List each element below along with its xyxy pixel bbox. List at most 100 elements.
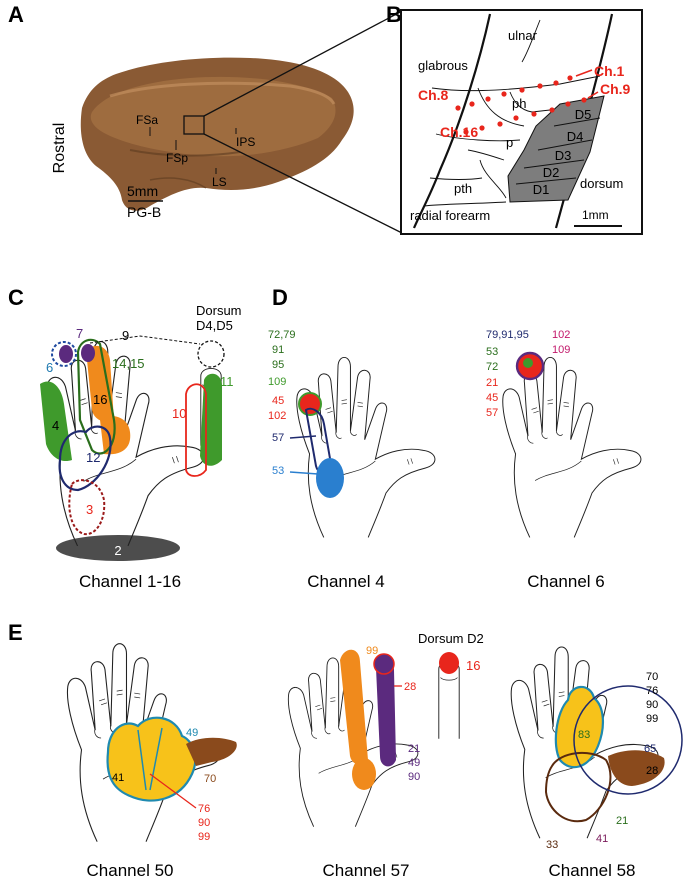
num-14-15: 14,15 — [112, 356, 145, 371]
hand-d4 — [296, 356, 436, 538]
num-10: 10 — [172, 406, 186, 421]
d6-label: 79,91,95 — [486, 329, 529, 341]
ch1-label: Ch.1 — [594, 63, 625, 79]
ch8-label: Ch.8 — [418, 87, 449, 103]
panel-c-letter: C — [8, 285, 24, 310]
digit-label: D2 — [543, 165, 560, 180]
d4-label: 57 — [272, 432, 284, 444]
hand-e57 — [287, 649, 460, 828]
d6-label: 102 — [552, 329, 570, 341]
caption-channel-50: Channel 50 — [87, 861, 174, 880]
dorsum-c-1: Dorsum — [196, 303, 242, 318]
electrode-dots — [455, 75, 587, 135]
hand-e58 — [510, 646, 683, 839]
p-label: p — [506, 135, 513, 150]
caption-channel-6: Channel 6 — [527, 572, 605, 591]
num-3: 3 — [86, 502, 93, 517]
labels-e58: 70 76 90 99 83 65 28 21 33 41 — [546, 671, 658, 851]
digit-label: D3 — [555, 148, 572, 163]
rostral-label: Rostral — [51, 123, 68, 174]
num-6: 6 — [46, 360, 53, 375]
d6-label: 72 — [486, 361, 498, 373]
ph-label: ph — [512, 96, 526, 111]
region-10 — [185, 383, 207, 477]
e57-label: 49 — [408, 757, 420, 769]
dorsum-d2-label: Dorsum D2 — [418, 631, 484, 646]
e57-label: 90 — [408, 771, 420, 783]
hand-d6 — [502, 351, 642, 538]
panel-a-letter: A — [8, 2, 24, 27]
ch9-label: Ch.9 — [600, 81, 631, 97]
hand-e50 — [66, 643, 237, 843]
d4-label: 91 — [272, 344, 284, 356]
e58-label: 21 — [616, 815, 628, 827]
region-7b — [81, 344, 95, 362]
e58-label: 33 — [546, 839, 558, 851]
digit-label: D1 — [533, 182, 550, 197]
num-11: 11 — [220, 374, 234, 389]
labels-e50: 49 41 70 76 90 99 — [112, 727, 216, 843]
e58-label: 76 — [646, 685, 658, 697]
panel-d-letter: D — [272, 285, 288, 310]
num-2: 2 — [114, 543, 121, 558]
d6-label: 53 — [486, 346, 498, 358]
e58-label: 99 — [646, 713, 658, 725]
d4-label: 102 — [268, 410, 286, 422]
e50-label: 90 — [198, 817, 210, 829]
digit-label: D4 — [567, 129, 584, 144]
ulnar-label: ulnar — [508, 28, 538, 43]
num-9: 9 — [122, 328, 129, 343]
e50-label: 76 — [198, 803, 210, 815]
e58-label: 90 — [646, 699, 658, 711]
region-2 — [56, 535, 180, 561]
dorsum-c-2: D4,D5 — [196, 318, 233, 333]
e50-label: 41 — [112, 772, 124, 784]
region-16 — [86, 345, 114, 422]
radial-label: radial forearm — [410, 208, 490, 223]
region-14-15 — [76, 338, 116, 455]
e57-label: 16 — [466, 658, 480, 673]
e58-label: 70 — [646, 671, 658, 683]
ips-label: IPS — [236, 135, 255, 149]
num-4: 4 — [52, 418, 59, 433]
d4-label: 72,79 — [268, 329, 296, 341]
ch16-label: Ch.16 — [440, 124, 478, 140]
num-7: 7 — [76, 326, 83, 341]
d6-label: 21 — [486, 377, 498, 389]
caption-channel-4: Channel 4 — [307, 572, 385, 591]
e50-label: 49 — [186, 727, 198, 739]
d6-label: 57 — [486, 407, 498, 419]
e57-label: 99 — [366, 645, 378, 657]
d4-label: 109 — [268, 376, 286, 388]
zoom-box — [183, 115, 205, 135]
digit-label: D5 — [575, 107, 592, 122]
hand-c: 2 — [40, 335, 225, 561]
e50-label: 70 — [204, 773, 216, 785]
labels-d6: 79,91,95 53 72 21 45 57 102 109 — [486, 329, 570, 419]
region-7a — [59, 345, 73, 363]
d6-label: 45 — [486, 392, 498, 404]
d4-label: 53 — [272, 465, 284, 477]
labels-d4: 72,79 91 95 109 45 102 57 53 — [268, 329, 296, 477]
scale-5mm: 5mm — [127, 183, 158, 199]
dorsum-label: dorsum — [580, 176, 623, 191]
num-12: 12 — [86, 450, 100, 465]
e57-label: 28 — [404, 681, 416, 693]
e58-label: 41 — [596, 833, 608, 845]
region-12 — [58, 425, 112, 492]
d6-label: 109 — [552, 344, 570, 356]
sample-label: PG-B — [127, 204, 161, 220]
caption-channel-1-16: Channel 1-16 — [79, 572, 181, 591]
brain-photo — [80, 57, 354, 211]
dorsum-gray — [507, 95, 605, 203]
pth-label: pth — [454, 181, 472, 196]
d4-label: 95 — [272, 359, 284, 371]
e50-label: 99 — [198, 831, 210, 843]
panel-b-letter: B — [386, 2, 402, 27]
e58-label: 83 — [578, 729, 590, 741]
num-16: 16 — [93, 392, 107, 407]
region-6 — [51, 341, 77, 367]
ls-label: LS — [212, 175, 227, 189]
scale-1mm: 1mm — [582, 208, 609, 222]
